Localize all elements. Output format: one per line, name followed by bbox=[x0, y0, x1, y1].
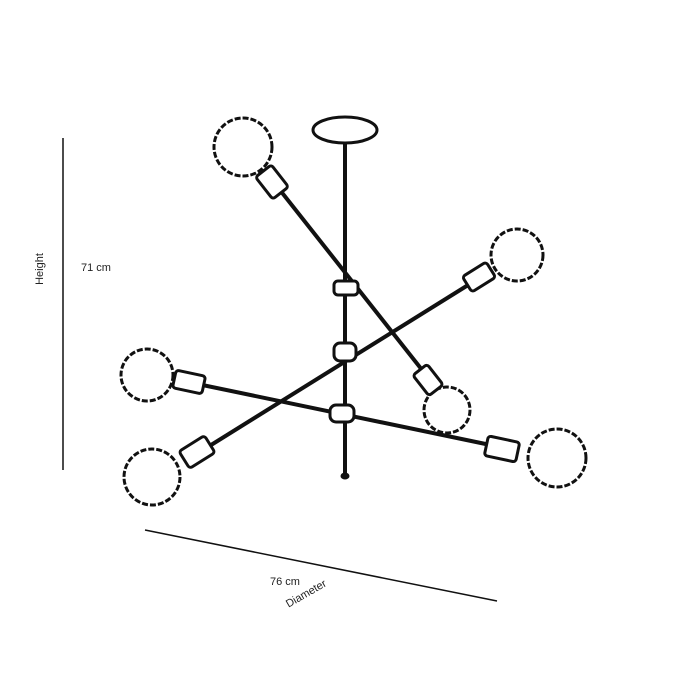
arm-2 bbox=[193, 275, 483, 457]
bulb bbox=[422, 385, 472, 435]
height-value: 71 cm bbox=[81, 262, 111, 274]
socket bbox=[171, 369, 207, 395]
hub-middle bbox=[332, 341, 358, 363]
chandelier bbox=[119, 115, 588, 507]
bulb bbox=[489, 227, 545, 283]
socket bbox=[178, 435, 216, 469]
bulb bbox=[119, 347, 175, 403]
diameter-value: 76 cm bbox=[270, 576, 300, 588]
hub-top bbox=[332, 279, 360, 297]
stem-end bbox=[340, 472, 350, 480]
bulb bbox=[122, 447, 182, 507]
socket bbox=[461, 261, 497, 293]
height-label: Height bbox=[33, 253, 46, 285]
diameter-dimension-line bbox=[144, 529, 498, 602]
socket bbox=[255, 164, 289, 200]
bulb bbox=[526, 427, 588, 489]
socket bbox=[412, 363, 444, 397]
ceiling-canopy bbox=[311, 115, 379, 145]
bulb bbox=[212, 116, 274, 178]
hub-bottom bbox=[328, 403, 356, 424]
socket bbox=[483, 434, 521, 464]
